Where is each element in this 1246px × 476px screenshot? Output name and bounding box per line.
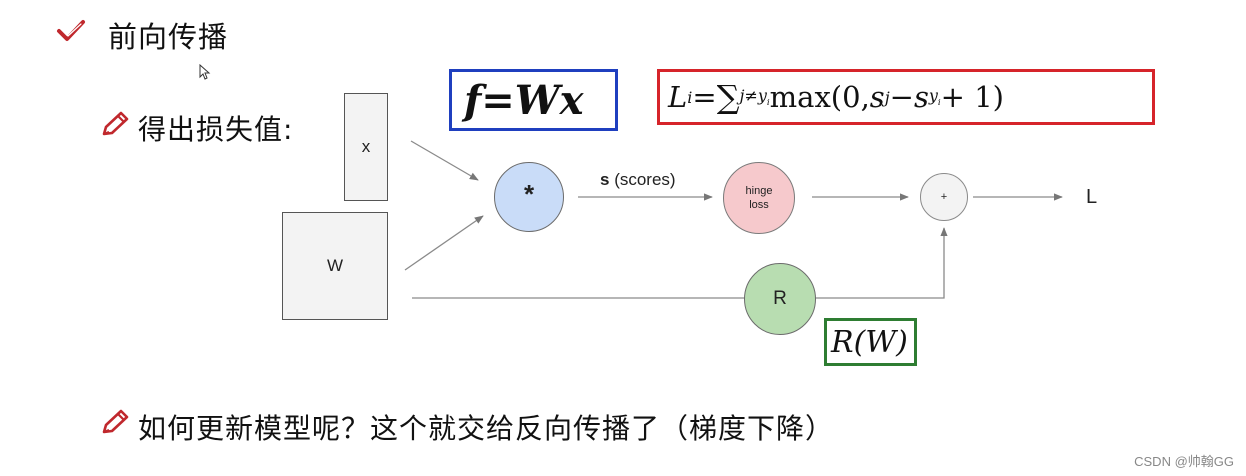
edge-x-to-multiply xyxy=(410,140,479,181)
add-node: + xyxy=(920,173,968,221)
page-heading: 前向传播 xyxy=(108,20,229,54)
regularization-node: R xyxy=(744,263,816,335)
loss-sum-symbol: ∑ xyxy=(716,78,740,116)
regularization-formula: R(W) xyxy=(824,318,917,366)
input-w-box: W xyxy=(282,212,388,320)
loss-sum-sub2: i xyxy=(766,98,770,109)
input-w-label: W xyxy=(326,256,344,275)
score-function-formula: f = Wx xyxy=(449,69,618,131)
loss-sum-sub: j≠yi xyxy=(740,86,770,108)
loss-sy-sub-text: y xyxy=(928,85,938,105)
input-x-label: x xyxy=(361,137,371,156)
scores-label-rest: (scores) xyxy=(609,170,676,189)
loss-equals: = xyxy=(692,80,717,114)
loss-s-sub: j xyxy=(884,87,890,107)
loss-tail: + 1) xyxy=(940,80,1004,114)
loss-l: L xyxy=(668,80,688,114)
edge-reg-to-add xyxy=(814,227,948,299)
scores-label-bold: s xyxy=(600,170,610,189)
loss-minus: − xyxy=(889,80,914,114)
formula-equals: = xyxy=(481,76,515,124)
loss-l-sub: i xyxy=(687,87,693,107)
bullet-backprop-text: 如何更新模型呢？这个就交给反向传播了（梯度下降） xyxy=(138,412,835,445)
formula-wx: Wx xyxy=(514,76,584,124)
loss-sy: s xyxy=(913,80,929,114)
multiply-node: * xyxy=(494,162,564,232)
regularization-node-label: R xyxy=(773,288,787,309)
input-x-box: x xyxy=(344,93,388,201)
pencil-icon xyxy=(102,409,129,434)
loss-s: s xyxy=(869,80,885,114)
loss-sy-sub: yi xyxy=(929,86,941,108)
pencil-icon xyxy=(102,111,129,136)
watermark: CSDN @帅翰GG xyxy=(1134,454,1234,469)
hinge-loss-node: hinge loss xyxy=(723,162,795,234)
loss-sum-sub-text: j≠y xyxy=(739,85,767,105)
output-l-label: L xyxy=(1086,186,1098,208)
loss-sy-sub2: i xyxy=(937,98,941,109)
loss-max: max(0, xyxy=(769,80,870,114)
formula-f: f xyxy=(464,76,482,124)
hinge-loss-line2: loss xyxy=(749,199,769,211)
check-icon xyxy=(57,20,85,41)
edge-w-to-multiply xyxy=(404,215,484,271)
multiply-node-label: * xyxy=(523,178,535,209)
add-node-label: + xyxy=(940,191,948,203)
mouse-cursor-icon xyxy=(199,64,211,80)
scores-label: s (scores) xyxy=(600,170,676,190)
hinge-loss-line1: hinge xyxy=(745,185,773,197)
bullet-loss-text: 得出损失值: xyxy=(138,113,294,146)
